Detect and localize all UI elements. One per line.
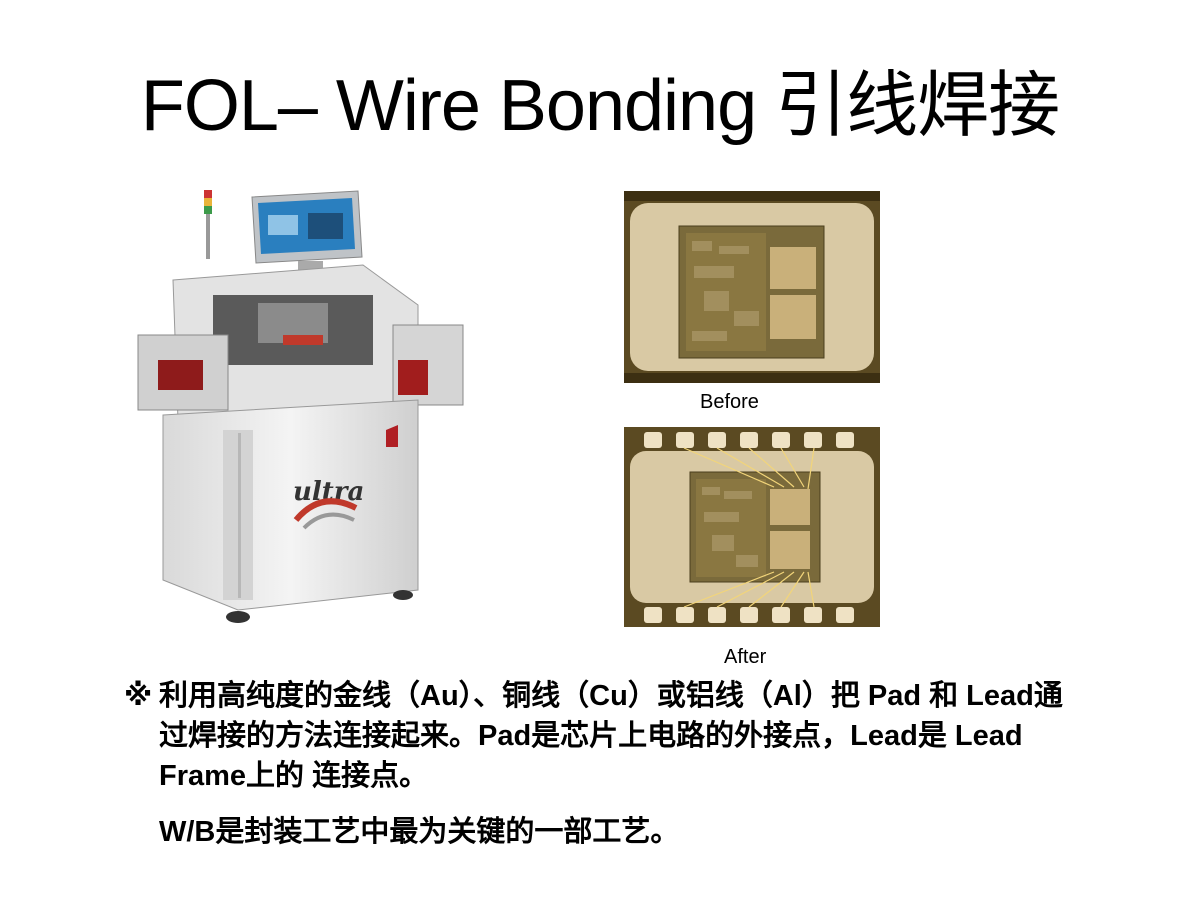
chip-before-image [624, 191, 880, 383]
paragraph-wb-importance: W/B是封装工艺中最为关键的一部工艺。 [159, 816, 680, 848]
bullet-mark: ※ [124, 680, 153, 712]
wire-bonder-machine-image: ultra [137, 190, 464, 623]
paragraph-wire-bonding-description: 利用高纯度的金线（Au）、铜线（Cu）或铝线（Al）把 Pad 和 Lead通过… [159, 680, 1063, 792]
slide-body: ※ 利用高纯度的金线（Au）、铜线（Cu）或铝线（Al）把 Pad 和 Lead… [124, 676, 1084, 852]
before-caption: Before [700, 391, 759, 413]
after-caption: After [724, 646, 767, 668]
slide-title: FOL– Wire Bonding 引线焊接 [140, 66, 1060, 146]
chip-after-image [624, 427, 880, 627]
